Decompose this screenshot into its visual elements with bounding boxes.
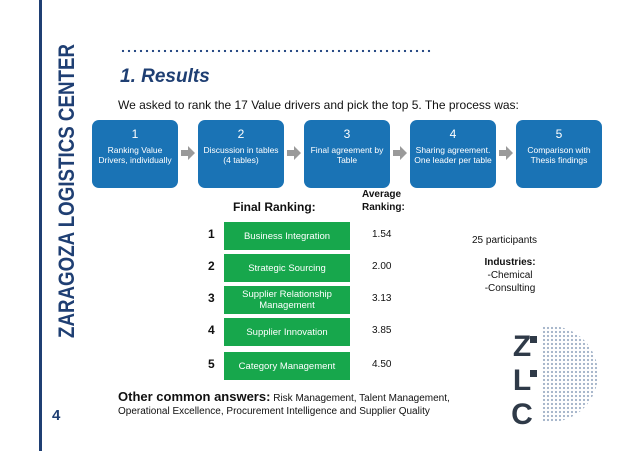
rank-average: 1.54 [372, 229, 392, 240]
step-number: 1 [131, 127, 139, 141]
step-number: 3 [343, 127, 351, 141]
process-step-3: 3 Final agreement by Table [304, 120, 390, 188]
logo-letter: L [513, 364, 531, 397]
page-title: 1. Results [120, 66, 210, 87]
rank-number: 3 [208, 291, 215, 305]
participants-count: 25 participants [472, 235, 538, 246]
process-step-4: 4 Sharing agreement. One leader per tabl… [410, 120, 496, 188]
rank-number: 2 [208, 259, 215, 273]
arrow-right-icon [181, 146, 195, 160]
rank-label: Supplier Innovation [224, 318, 350, 346]
ranking-row-5: 5 Category Management 4.50 [0, 352, 638, 380]
process-step-1: 1 Ranking Value Drivers, individually [92, 120, 178, 188]
other-answers-line-2: Operational Excellence, Procurement Inte… [118, 406, 430, 417]
average-ranking-line-2: Ranking: [362, 202, 405, 213]
slide-number-box: 4 [0, 395, 104, 451]
slide-number: 4 [52, 407, 61, 424]
ranking-row-2: 2 Strategic Sourcing 2.00 [0, 254, 638, 282]
side-title: ZARAGOZA LOGISTICS CENTER [46, 38, 82, 338]
zlc-logo: Z L C [486, 318, 598, 436]
step-number: 5 [555, 127, 563, 141]
step-text: Discussion in tables (4 tables) [203, 145, 279, 165]
sidebar-rule [39, 0, 42, 451]
industry-item: -Chemical [487, 270, 533, 281]
slide-number-rule [39, 395, 42, 451]
step-text: Sharing agreement. One leader per table [414, 145, 492, 165]
rank-average: 4.50 [372, 359, 392, 370]
process-step-2: 2 Discussion in tables (4 tables) [198, 120, 284, 188]
logo-letter: Z [513, 330, 531, 363]
ranking-row-1: 1 Business Integration 1.54 [0, 222, 638, 250]
sidebar-band: ZARAGOZA LOGISTICS CENTER [0, 0, 104, 451]
arrow-right-icon [499, 146, 513, 160]
rank-average: 3.85 [372, 325, 392, 336]
rank-average: 2.00 [372, 261, 392, 272]
average-ranking-line-1: Average [362, 189, 402, 200]
rank-average: 3.13 [372, 293, 392, 304]
rank-number: 5 [208, 357, 215, 371]
industry-item: -Consulting [484, 283, 536, 294]
step-number: 4 [449, 127, 457, 141]
intro-text: We asked to rank the 17 Value drivers an… [118, 98, 519, 112]
ranking-row-3: 3 Supplier Relationship Management 3.13 [0, 286, 638, 314]
other-answers-label: Other common answers: [118, 389, 271, 404]
process-steps: 1 Ranking Value Drivers, individually 2 … [92, 120, 616, 190]
arrow-right-icon [393, 146, 407, 160]
other-answers-text: Risk Management, Talent Management, [270, 393, 450, 404]
rank-label: Business Integration [224, 222, 350, 250]
rank-label: Strategic Sourcing [224, 254, 350, 282]
step-text: Comparison with Thesis findings [527, 145, 591, 165]
logo-letter: C [511, 398, 533, 431]
industries-block: Industries: -Chemical -Consulting [478, 256, 542, 295]
step-text: Ranking Value Drivers, individually [98, 145, 172, 165]
step-text: Final agreement by Table [310, 145, 384, 165]
rank-label: Supplier Relationship Management [224, 286, 350, 314]
side-title-text: ZARAGOZA LOGISTICS CENTER [54, 44, 79, 338]
industries-heading: Industries: [484, 257, 536, 268]
rank-number: 4 [208, 323, 215, 337]
arrow-right-icon [287, 146, 301, 160]
rank-number: 1 [208, 227, 215, 241]
ranking-row-4: 4 Supplier Innovation 3.85 [0, 318, 638, 346]
other-answers-line-1: Other common answers: Risk Management, T… [118, 389, 450, 404]
rank-label: Category Management [224, 352, 350, 380]
final-ranking-heading: Final Ranking: [233, 200, 316, 214]
dotted-rule [120, 49, 432, 53]
process-step-5: 5 Comparison with Thesis findings [516, 120, 602, 188]
average-ranking-heading: Average Ranking: [362, 188, 405, 214]
step-number: 2 [237, 127, 245, 141]
